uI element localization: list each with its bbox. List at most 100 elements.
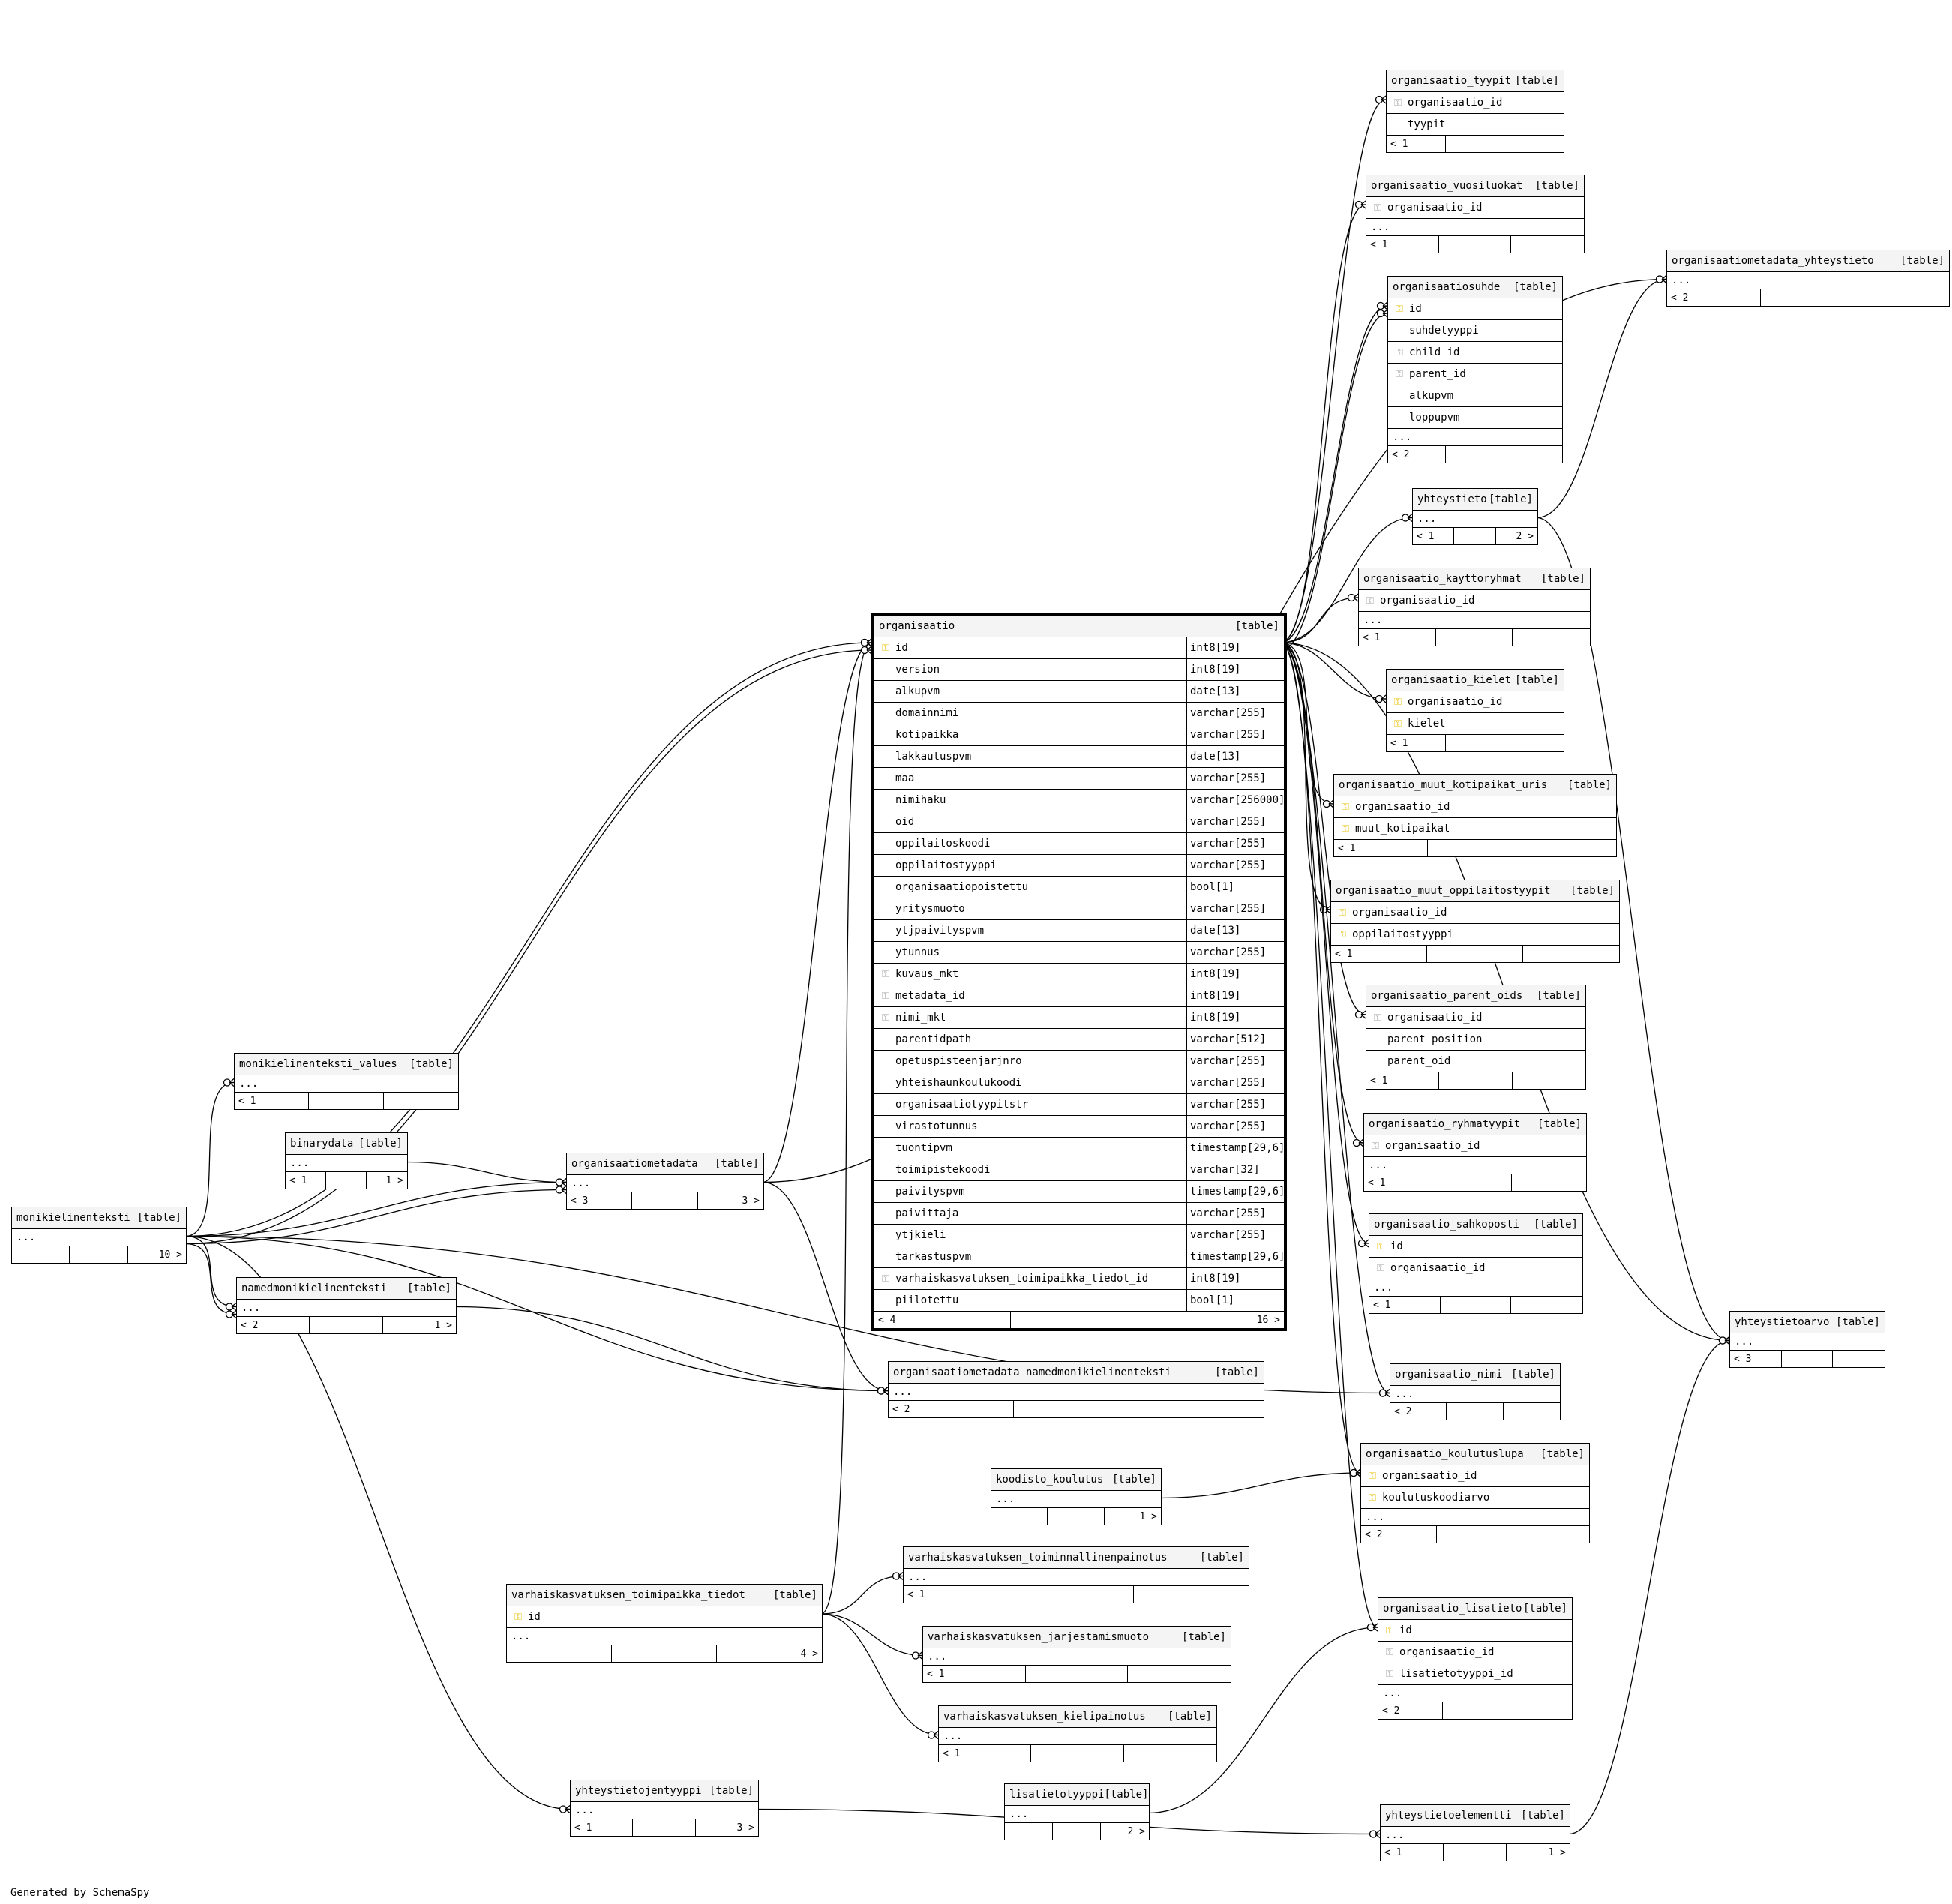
- parents-count[interactable]: < 1: [1364, 1174, 1438, 1191]
- parents-count[interactable]: < 1: [1413, 528, 1455, 544]
- table-monikielinenteksti-values[interactable]: monikielinenteksti_values[table]...< 1: [234, 1053, 459, 1110]
- parents-count[interactable]: < 3: [1730, 1351, 1782, 1367]
- more-columns-ellipsis[interactable]: ...: [567, 1175, 763, 1192]
- column-row[interactable]: ⚿id: [1388, 298, 1562, 320]
- column-row[interactable]: ⚿koulutuskoodiarvo: [1361, 1487, 1589, 1509]
- table-organisaatio-ryhmatyypit[interactable]: organisaatio_ryhmatyypit[table]⚿organisa…: [1363, 1113, 1587, 1192]
- more-columns-ellipsis[interactable]: ...: [1667, 272, 1949, 289]
- column-row[interactable]: ⚿parent_id: [1388, 364, 1562, 385]
- parents-count[interactable]: < 1: [286, 1172, 326, 1189]
- parents-count[interactable]: < 1: [1331, 946, 1427, 962]
- parents-count[interactable]: [991, 1508, 1048, 1525]
- children-count[interactable]: [1833, 1351, 1885, 1367]
- more-columns-ellipsis[interactable]: ...: [1005, 1806, 1149, 1823]
- parents-count[interactable]: [507, 1645, 612, 1662]
- children-count[interactable]: [1504, 1403, 1560, 1420]
- column-row[interactable]: ⚿id: [1369, 1236, 1582, 1258]
- column-row[interactable]: alkupvm: [1388, 385, 1562, 407]
- table-varhaiskasvatuksen-jarjestamismuoto[interactable]: varhaiskasvatuksen_jarjestamismuoto[tabl…: [922, 1626, 1231, 1683]
- parents-count[interactable]: < 3: [567, 1192, 633, 1209]
- table-organisaatiometadata-yhteystieto[interactable]: organisaatiometadata_yhteystieto[table].…: [1666, 250, 1950, 307]
- parents-count[interactable]: < 1: [1366, 236, 1439, 253]
- children-count[interactable]: [1522, 840, 1616, 856]
- children-count[interactable]: 3 >: [742, 1195, 760, 1207]
- more-columns-ellipsis[interactable]: ...: [237, 1300, 456, 1317]
- more-columns-ellipsis[interactable]: ...: [1388, 429, 1562, 446]
- more-columns-ellipsis[interactable]: ...: [507, 1628, 822, 1645]
- column-row[interactable]: ⚿muut_kotipaikat: [1334, 818, 1616, 840]
- children-count[interactable]: [1513, 1072, 1585, 1089]
- parents-count[interactable]: < 2: [237, 1317, 310, 1333]
- more-columns-ellipsis[interactable]: ...: [991, 1491, 1161, 1508]
- column-row[interactable]: ⚿organisaatio_id: [1334, 796, 1616, 818]
- more-columns-ellipsis[interactable]: ...: [1359, 612, 1590, 629]
- parents-count[interactable]: < 1: [923, 1666, 1026, 1682]
- children-count[interactable]: [1138, 1401, 1264, 1417]
- column-row[interactable]: suhdetyyppi: [1388, 320, 1562, 342]
- column-row[interactable]: ⚿child_id: [1388, 342, 1562, 364]
- more-columns-ellipsis[interactable]: ...: [923, 1648, 1231, 1666]
- children-count[interactable]: [384, 1093, 458, 1109]
- children-count[interactable]: 1 >: [1139, 1510, 1157, 1522]
- table-organisaatio-sahkoposti[interactable]: organisaatio_sahkoposti[table]⚿id⚿organi…: [1369, 1213, 1583, 1314]
- children-count[interactable]: [1513, 1526, 1589, 1543]
- more-columns-ellipsis[interactable]: ...: [1366, 219, 1584, 236]
- table-varhaiskasvatuksen-toiminnallinenpainotus[interactable]: varhaiskasvatuksen_toiminnallinenpainotu…: [903, 1546, 1249, 1603]
- children-count[interactable]: 2 >: [1516, 530, 1534, 542]
- parents-count[interactable]: < 1: [235, 1093, 310, 1109]
- children-count[interactable]: [1504, 735, 1564, 751]
- children-count[interactable]: 4 >: [800, 1648, 818, 1660]
- more-columns-ellipsis[interactable]: ...: [904, 1569, 1249, 1586]
- column-row[interactable]: ⚿oppilaitostyyppi: [1331, 924, 1619, 946]
- parents-count[interactable]: < 1: [571, 1819, 634, 1836]
- parents-count[interactable]: < 4: [874, 1312, 1011, 1328]
- parents-count[interactable]: < 1: [1334, 840, 1429, 856]
- children-count[interactable]: [1512, 1174, 1586, 1191]
- more-columns-ellipsis[interactable]: ...: [286, 1155, 407, 1172]
- parents-count[interactable]: [1005, 1823, 1053, 1840]
- more-columns-ellipsis[interactable]: ...: [1381, 1827, 1570, 1844]
- children-count[interactable]: 10 >: [158, 1249, 182, 1261]
- column-row[interactable]: ⚿organisaatio_id: [1378, 1642, 1572, 1663]
- column-row[interactable]: ⚿varhaiskasvatuksen_toimipaikka_tiedot_i…: [874, 1268, 1284, 1290]
- children-count[interactable]: [1507, 1702, 1572, 1719]
- more-columns-ellipsis[interactable]: ...: [1361, 1509, 1589, 1526]
- column-row[interactable]: loppupvm: [1388, 407, 1562, 429]
- children-count[interactable]: [1511, 236, 1584, 253]
- more-columns-ellipsis[interactable]: ...: [1390, 1386, 1560, 1403]
- children-count[interactable]: 2 >: [1127, 1825, 1145, 1837]
- children-count[interactable]: 1 >: [434, 1319, 452, 1331]
- children-count[interactable]: [1128, 1666, 1231, 1682]
- more-columns-ellipsis[interactable]: ...: [939, 1728, 1216, 1745]
- children-count[interactable]: 1 >: [1548, 1846, 1566, 1858]
- column-row[interactable]: ⚿lisatietotyyppi_id: [1378, 1663, 1572, 1685]
- column-row[interactable]: ⚿organisaatio_id: [1366, 1007, 1585, 1029]
- table-koodisto-koulutus[interactable]: koodisto_koulutus[table]...1 >: [991, 1468, 1162, 1525]
- more-columns-ellipsis[interactable]: ...: [889, 1384, 1264, 1401]
